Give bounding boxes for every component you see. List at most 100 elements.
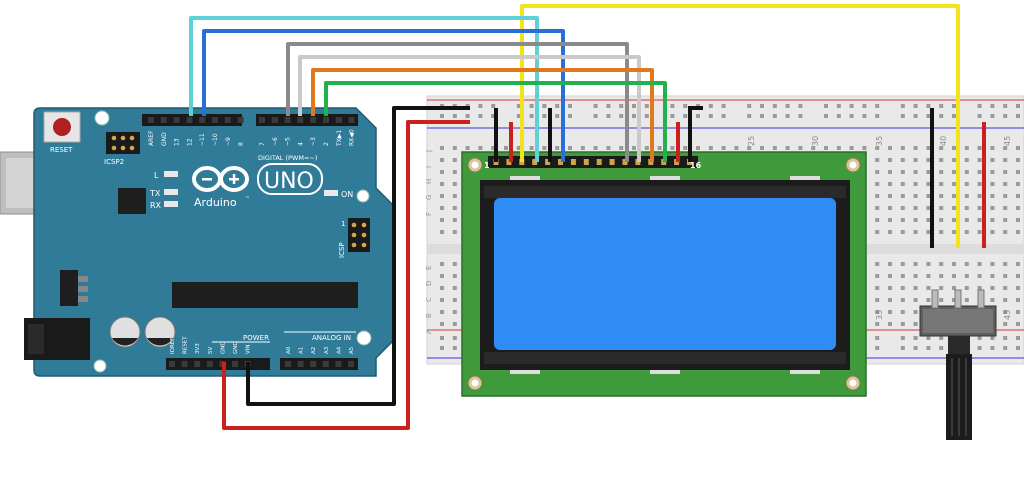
breadboard-hole: [939, 182, 944, 186]
breadboard-rail-hole: [760, 114, 764, 118]
analog-pin-label: A0: [286, 346, 292, 354]
breadboard-hole: [888, 158, 892, 162]
breadboard-rail-hole: [1003, 346, 1008, 350]
breadboard-hole: [542, 146, 547, 150]
breadboard-hole: [1016, 274, 1020, 278]
breadboard-hole: [964, 146, 969, 150]
breadboard-hole: [875, 194, 880, 198]
analog-pin-label: A2: [311, 347, 317, 354]
breadboard-rail-hole: [708, 114, 713, 118]
breadboard-rail-hole: [683, 114, 688, 118]
row-letter-c: C: [425, 297, 433, 302]
col-num-40: 40: [939, 136, 948, 146]
digital-label: DIGITAL (PWM=~): [258, 154, 317, 162]
breadboard-hole: [913, 230, 918, 234]
breadboard-hole: [952, 146, 956, 150]
wire-arduino-2-to-lcd-d7: [324, 81, 667, 162]
breadboard-hole: [952, 262, 956, 266]
breadboard-hole: [798, 146, 803, 150]
digital-pin-label: GND: [161, 132, 168, 146]
breadboard-hole: [900, 230, 905, 234]
analog-pin-label: A1: [299, 347, 305, 354]
icsp-header: [348, 218, 370, 252]
mount-hole-4: [93, 359, 107, 373]
lcd-header-body: [488, 156, 698, 168]
mount-hole-2: [356, 330, 372, 346]
breadboard-rail-hole: [824, 114, 828, 118]
breadboard-rail-hole: [529, 114, 534, 118]
breadboard-hole: [888, 262, 892, 266]
breadboard-rail-hole: [772, 104, 777, 108]
breadboard-hole: [516, 146, 521, 150]
breadboard-hole: [760, 146, 764, 150]
icsp2-header-body: [106, 132, 140, 154]
breadboard-rail-hole: [619, 104, 624, 108]
breadboard-rail-hole: [926, 346, 931, 350]
breadboard-rail-hole: [990, 104, 995, 108]
breadboard-hole: [452, 230, 457, 234]
digital-pin-socket: [310, 117, 317, 123]
breadboard-hole: [990, 158, 995, 162]
breadboard-hole: [632, 146, 636, 150]
breadboard-hole: [811, 146, 816, 150]
breadboard-hole: [1003, 322, 1008, 326]
uno-badge: [257, 163, 323, 195]
lcd-pin-1-label: 1: [484, 161, 490, 170]
breadboard-rail-hole: [568, 104, 572, 108]
row-letter-i: I: [425, 166, 433, 168]
breadboard-hole: [964, 274, 969, 278]
breadboard-hole: [491, 146, 496, 150]
breadboard-rail-hole: [747, 114, 752, 118]
breadboard-hole: [888, 322, 892, 326]
breadboard-hole: [964, 230, 969, 234]
breadboard-hole: [1003, 170, 1008, 174]
breadboard-hole: [452, 322, 457, 326]
breadboard-hole: [913, 218, 918, 222]
breadboard-hole: [465, 146, 470, 150]
breadboard-rail-hole: [875, 114, 880, 118]
usb-chip: [118, 188, 146, 214]
led-tx: [164, 189, 178, 195]
breadboard-hole: [888, 146, 892, 150]
breadboard-rail-hole: [1003, 114, 1008, 118]
analog-pin-socket: [335, 361, 342, 367]
digital-pin-label: RX◀0: [349, 129, 356, 146]
wire-arduino-11-to-lcd-e: [202, 29, 565, 162]
breadboard-hole: [990, 286, 995, 290]
digital-pin-label: ~5: [285, 137, 292, 146]
breadboard-hole: [529, 146, 534, 150]
digital-pin-socket: [348, 117, 355, 123]
breadboard-hole: [657, 146, 662, 150]
breadboard-hole: [888, 206, 892, 210]
breadboard-hole: [926, 218, 931, 222]
breadboard-rail-hole: [862, 114, 867, 118]
breadboard-rail-hole: [440, 336, 444, 340]
power-pin-socket: [206, 361, 213, 367]
breadboard-hole: [913, 298, 918, 302]
led-rx: [164, 201, 178, 207]
breadboard-hole: [875, 298, 880, 302]
breadboard-hole: [913, 310, 918, 314]
breadboard-hole: [683, 146, 688, 150]
breadboard-rail-hole: [1003, 336, 1008, 340]
breadboard-hole: [900, 298, 905, 302]
breadboard-hole: [952, 206, 956, 210]
power-pin-socket: [181, 361, 188, 367]
breadboard-rail-hole: [977, 346, 982, 350]
breadboard-hole: [913, 206, 918, 210]
breadboard-hole: [952, 274, 956, 278]
breadboard-hole: [875, 158, 880, 162]
breadboard-hole: [990, 298, 995, 302]
on-label: ON: [341, 190, 353, 199]
digital-pin-label: 8: [238, 142, 245, 146]
power-pin-label: RESET: [183, 336, 189, 354]
breadboard-hole: [977, 230, 982, 234]
breadboard-hole: [926, 286, 931, 290]
digital-header: [142, 114, 358, 126]
col-num-35: 35: [875, 136, 884, 146]
breadboard-hole: [1016, 230, 1020, 234]
breadboard-rail-hole: [977, 336, 982, 340]
breadboard-hole: [964, 170, 969, 174]
breadboard-hole: [888, 182, 892, 186]
breadboard-rail-hole: [849, 104, 854, 108]
